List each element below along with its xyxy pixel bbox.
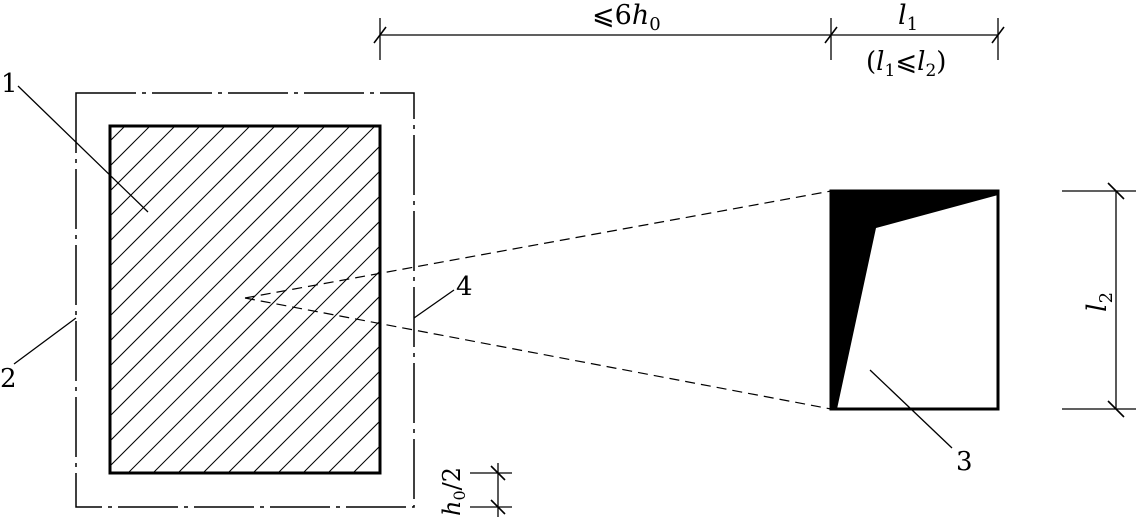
dim-label-l1: l1 — [898, 0, 918, 35]
hatch-line — [110, 126, 326, 342]
callout-2: 2 — [0, 364, 17, 394]
hatch-line — [152, 245, 380, 473]
hatch-line — [127, 220, 380, 473]
projection-line-bottom — [244, 297, 832, 410]
hatch-line — [110, 126, 126, 142]
projection-line-top — [244, 190, 832, 299]
hatch-line — [377, 470, 380, 473]
top-dimension — [373, 18, 1005, 60]
dim-label-h0-half: h0/2 — [438, 467, 469, 516]
hatch-line — [110, 195, 380, 467]
hatch-line — [110, 126, 251, 267]
dim-label-l2: l2 — [1082, 292, 1117, 312]
leader-4 — [413, 289, 455, 319]
callout-1: 1 — [1, 69, 18, 99]
hatch-line — [110, 126, 176, 192]
hatch-line — [202, 295, 380, 473]
hatch-line — [227, 320, 380, 473]
bottom-dimension — [470, 463, 512, 517]
hatch-pattern — [0, 126, 380, 473]
leader-1 — [17, 85, 149, 213]
dim-note-l1-le-l2: (l1⩽l2) — [866, 47, 946, 81]
hatch-line — [110, 126, 201, 217]
leader-2 — [13, 317, 77, 365]
hatch-line — [252, 345, 380, 473]
hatch-line — [110, 126, 226, 242]
hatch-line — [352, 445, 380, 473]
hatch-line — [302, 395, 380, 473]
hatch-line — [110, 126, 376, 392]
hatch-line — [110, 145, 380, 417]
hatch-line — [110, 126, 276, 292]
hatch-line — [110, 126, 351, 367]
hatch-line — [110, 126, 151, 167]
callout-4: 4 — [456, 272, 473, 302]
hatch-line — [0, 126, 100, 473]
right-dimension — [1062, 182, 1136, 418]
callout-3: 3 — [956, 447, 973, 477]
leader-3 — [869, 369, 953, 449]
hatch-line — [177, 270, 380, 473]
loaded-area-rect — [108, 124, 382, 475]
dim-label-6h0: ⩽6h0 — [592, 0, 661, 35]
opening-black-wedge — [831, 191, 998, 409]
critical-section-boundary — [75, 92, 415, 508]
hatch-line — [110, 126, 301, 317]
hatch-line — [277, 370, 380, 473]
